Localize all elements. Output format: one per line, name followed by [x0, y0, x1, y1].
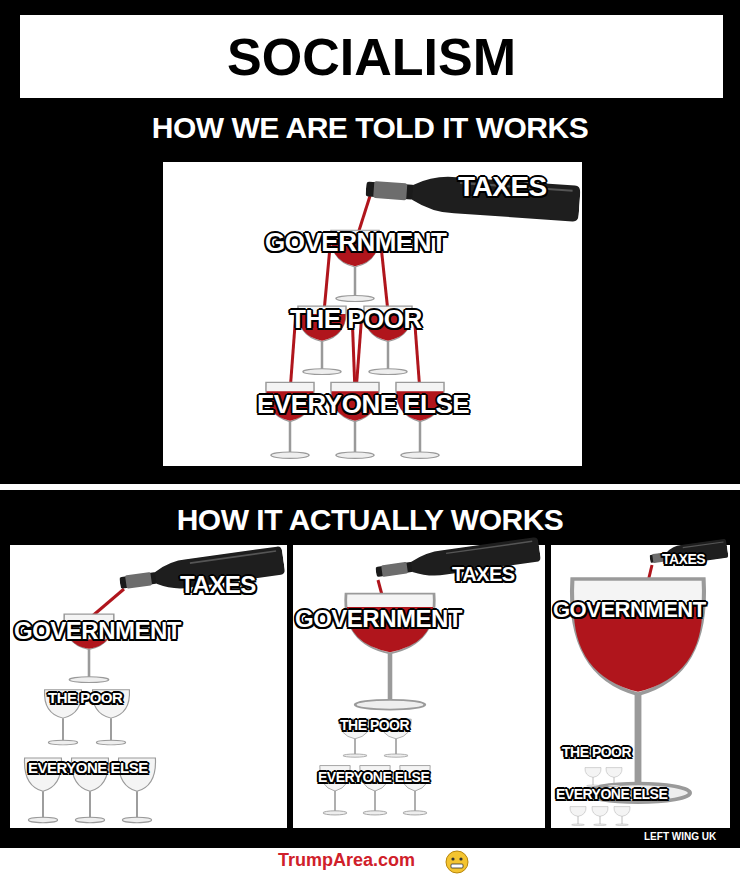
glass-label: TAXES — [180, 572, 256, 598]
panel-band: HOW WE ARE TOLD IT WORKSTAXESGOVERNMENTT… — [0, 103, 740, 483]
emoji-icon — [446, 851, 468, 873]
glass-label: TAXES — [452, 563, 515, 585]
glass-label: EVERYONE ELSE — [556, 787, 667, 802]
glass-label: EVERYONE ELSE — [257, 390, 469, 419]
picture-panel — [10, 545, 287, 828]
wine-glass — [585, 768, 601, 787]
glass-label: THE POOR — [290, 305, 422, 334]
picture-panel: TAXES GOVERNMENT THE POOR EVERYONE ELSE — [163, 162, 582, 466]
wine-glass — [592, 807, 608, 826]
glass-label: EVERYONE ELSE — [28, 760, 148, 777]
section-heading: HOW WE ARE TOLD IT WORKS — [0, 111, 740, 144]
wine-bottle — [365, 171, 581, 222]
glass-label: GOVERNMENT — [14, 618, 181, 644]
wine-glass — [606, 768, 622, 787]
divider — [0, 484, 740, 490]
wine-bottle — [374, 537, 541, 584]
glass-label: THE POOR — [340, 718, 409, 733]
wine-pyramid — [570, 539, 729, 826]
glass-label: TAXES — [662, 552, 705, 567]
site-watermark: TrumpArea.com — [278, 851, 415, 871]
picture-panel: TAXES GOVERNMENT THE POOR EVERYONE ELSE — [551, 545, 730, 828]
footer-strip — [0, 848, 740, 875]
watermark: LEFT WING UK — [644, 831, 716, 842]
glass-label: EVERYONE ELSE — [318, 770, 429, 785]
picture-panel: TAXES GOVERNMENT THE POOR EVERYONE ELSE — [293, 545, 545, 828]
picture-panel — [293, 545, 545, 828]
picture-panel: TAXES GOVERNMENT THE POOR EVERYONE ELSE — [10, 545, 287, 828]
glass-label: TAXES — [458, 172, 547, 203]
glass-label: THE POOR — [48, 690, 122, 707]
title-text: SOCIALISM — [20, 26, 723, 88]
glass-label: THE POOR — [562, 745, 631, 760]
picture-panel — [163, 162, 582, 466]
wine-pyramid — [24, 546, 285, 823]
wine-bottle — [649, 539, 729, 569]
picture-panel — [551, 545, 730, 828]
wine-glass — [614, 807, 630, 826]
section-heading: HOW IT ACTUALLY WORKS — [0, 503, 740, 536]
glass-label: GOVERNMENT — [295, 606, 462, 632]
glass-label: GOVERNMENT — [553, 598, 706, 622]
title-box — [20, 15, 723, 98]
wine-glass — [570, 807, 586, 826]
glass-label: GOVERNMENT — [265, 228, 446, 257]
panel-band: HOW IT ACTUALLY WORKS TAXES GOVERNMENT THE … — [0, 492, 740, 848]
